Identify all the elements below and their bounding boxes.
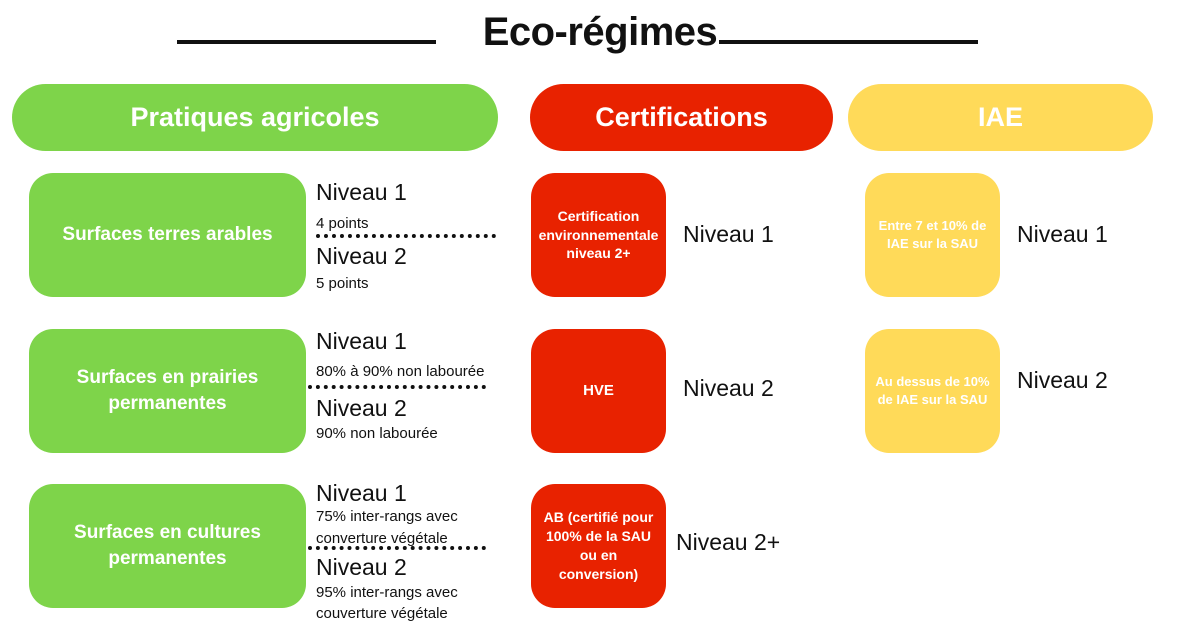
- level-label: Niveau 1: [316, 480, 407, 506]
- level-label: Niveau 2: [683, 375, 774, 401]
- level-label: Niveau 2: [316, 395, 407, 421]
- iae-au-dessus-10: Au dessus de 10% de IAE sur la SAU: [865, 329, 1000, 453]
- pratique-cultures-permanentes: Surfaces en cultures permanentes: [29, 484, 306, 608]
- level-detail: 4 points: [316, 215, 369, 232]
- level-separator: [316, 234, 496, 238]
- certification-label: HVE: [583, 381, 614, 399]
- header-iae: IAE: [848, 84, 1153, 151]
- level-detail: 90% non labourée: [316, 425, 438, 442]
- level-label: Niveau 1: [1017, 221, 1108, 247]
- level-label: Niveau 1: [316, 179, 407, 205]
- certification-label: AB (certifié pour 100% de la SAU ou en c…: [543, 509, 654, 582]
- level-detail: 5 points: [316, 275, 369, 292]
- level-label: Niveau 2+: [676, 529, 781, 555]
- iae-label: Entre 7 et 10% de IAE sur la SAU: [878, 218, 987, 251]
- pratique-label: Surfaces en cultures permanentes: [74, 522, 261, 569]
- iae-label: Au dessus de 10% de IAE sur la SAU: [875, 374, 990, 407]
- level-detail: converture végétale: [316, 530, 448, 547]
- level-detail: couverture végétale: [316, 605, 448, 622]
- page-title: Eco-régimes: [482, 10, 718, 54]
- level-detail: 80% à 90% non labourée: [316, 363, 485, 380]
- level-detail: 75% inter-rangs avec: [316, 508, 458, 525]
- level-detail: 95% inter-rangs avec: [316, 584, 458, 601]
- level-label: Niveau 1: [316, 328, 407, 354]
- certification-ab: AB (certifié pour 100% de la SAU ou en c…: [531, 484, 666, 608]
- pratique-terres-arables: Surfaces terres arables: [29, 173, 306, 297]
- pratique-prairies-permanentes: Surfaces en prairies permanentes: [29, 329, 306, 453]
- level-label: Niveau 2: [1017, 367, 1108, 393]
- level-label: Niveau 2: [316, 243, 407, 269]
- iae-entre-7-et-10: Entre 7 et 10% de IAE sur la SAU: [865, 173, 1000, 297]
- certification-label: Certification environnementale niveau 2+: [538, 207, 659, 262]
- pratique-label: Surfaces terres arables: [62, 224, 273, 246]
- certification-env-niveau-2plus: Certification environnementale niveau 2+: [531, 173, 666, 297]
- level-label: Niveau 2: [316, 554, 407, 580]
- level-separator: [308, 546, 486, 550]
- certification-hve: HVE: [531, 329, 666, 453]
- header-certifications: Certifications: [530, 84, 833, 151]
- title-rule-right: [719, 40, 978, 44]
- level-label: Niveau 1: [683, 221, 774, 247]
- header-pratiques-agricoles: Pratiques agricoles: [12, 84, 498, 151]
- title-rule-left: [177, 40, 436, 44]
- level-separator: [308, 385, 486, 389]
- pratique-label: Surfaces en prairies permanentes: [76, 367, 259, 414]
